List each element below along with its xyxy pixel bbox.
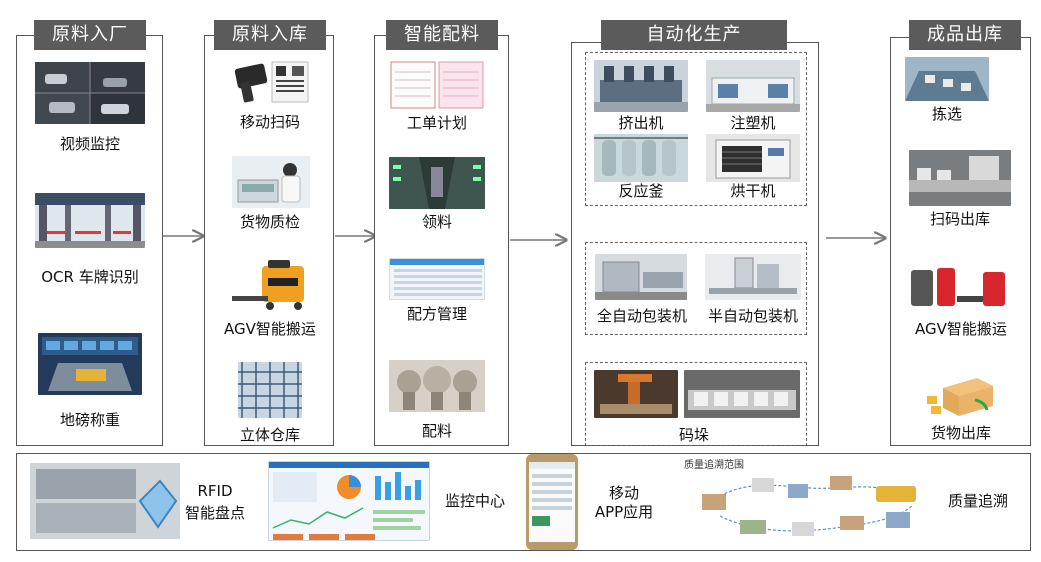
step-label-goods-outbound: 货物出库 xyxy=(930,424,991,442)
rfid-inventory-image xyxy=(30,463,180,539)
agv-robots-image xyxy=(907,262,1011,312)
batching-equipment-image xyxy=(389,360,485,412)
step-label-automated-warehouse: 立体仓库 xyxy=(239,426,300,444)
step-label-video-surveillance: 视频监控 xyxy=(59,135,120,153)
stage-title-automated-production: 自动化生产 xyxy=(601,20,787,50)
scan-outbound-image xyxy=(909,150,1011,206)
palletizing-line-image xyxy=(684,370,800,418)
step-label-batching: 配料 xyxy=(421,422,452,440)
machine-label-injection-molding: 注塑机 xyxy=(730,114,776,132)
ocr-gate-image xyxy=(35,193,145,248)
machine-label-dryer: 烘干机 xyxy=(730,182,776,200)
handheld-scanner-image xyxy=(228,60,310,104)
extruder-image xyxy=(594,60,688,112)
quality-inspection-image xyxy=(232,156,310,208)
injection-molding-image xyxy=(706,60,800,112)
stage-title-finished-goods-outbound: 成品出库 xyxy=(909,20,1021,50)
automatic-packaging-image xyxy=(595,254,687,300)
weighbridge-image xyxy=(38,333,142,395)
step-label-weighbridge: 地磅称重 xyxy=(59,411,120,429)
packaging-group xyxy=(585,242,807,335)
traceability-map-image: 质量追溯范围 xyxy=(680,456,926,548)
semi-automatic-packaging-image xyxy=(705,254,801,300)
agv-forklift-image xyxy=(228,256,312,312)
traceability-map-title: 质量追溯范围 xyxy=(684,460,744,471)
automated-warehouse-image xyxy=(238,362,302,418)
goods-outbound-image xyxy=(925,366,995,416)
stage-title-raw-material-entry: 原料入厂 xyxy=(34,20,146,50)
step-label-material-picking: 领料 xyxy=(421,213,452,231)
production-machines-group xyxy=(585,52,807,206)
mobile-app-label-line1: 移动 xyxy=(608,484,639,502)
step-label-scan-outbound: 扫码出库 xyxy=(929,210,990,228)
step-label-recipe-management: 配方管理 xyxy=(406,305,467,323)
step-label-mobile-scan: 移动扫码 xyxy=(239,113,300,131)
dryer-image xyxy=(706,134,800,182)
quality-traceability-label: 质量追溯 xyxy=(947,492,1008,510)
monitor-center-label: 监控中心 xyxy=(444,492,505,510)
stacking-label: 码垛 xyxy=(678,426,709,444)
rfid-label-line1: RFID xyxy=(197,482,233,500)
monitoring-dashboard-image[interactable] xyxy=(268,461,430,541)
packaging-label-semi-automatic: 半自动包装机 xyxy=(707,307,798,325)
step-label-agv-handling: AGV智能搬运 xyxy=(224,320,316,338)
reactor-image xyxy=(594,134,688,182)
mobile-app-label-line2: APP应用 xyxy=(594,503,654,521)
step-label-ocr-plate-recognition: OCR 车牌识别 xyxy=(41,268,139,286)
work-order-image xyxy=(389,60,485,110)
video-surveillance-image xyxy=(35,62,145,124)
machine-label-reactor: 反应釜 xyxy=(618,182,664,200)
step-label-picking: 拣选 xyxy=(931,105,962,123)
stage-title-smart-batching: 智能配料 xyxy=(386,20,498,50)
packaging-label-fully-automatic: 全自动包装机 xyxy=(596,307,687,325)
recipe-management-image xyxy=(389,258,485,300)
step-label-work-order-plan: 工单计划 xyxy=(406,114,467,132)
mobile-app-image[interactable] xyxy=(526,454,578,550)
picking-image xyxy=(905,57,989,101)
stacking-group xyxy=(585,362,807,446)
step-label-agv-handling-outbound: AGV智能搬运 xyxy=(915,320,1007,338)
palletizing-robot-image xyxy=(594,370,678,418)
material-picking-image xyxy=(389,157,485,209)
rfid-label-line2: 智能盘点 xyxy=(184,504,245,522)
stage-title-raw-material-storage: 原料入库 xyxy=(214,20,326,50)
machine-label-extruder: 挤出机 xyxy=(618,114,664,132)
step-label-goods-quality-inspection: 货物质检 xyxy=(239,213,300,231)
